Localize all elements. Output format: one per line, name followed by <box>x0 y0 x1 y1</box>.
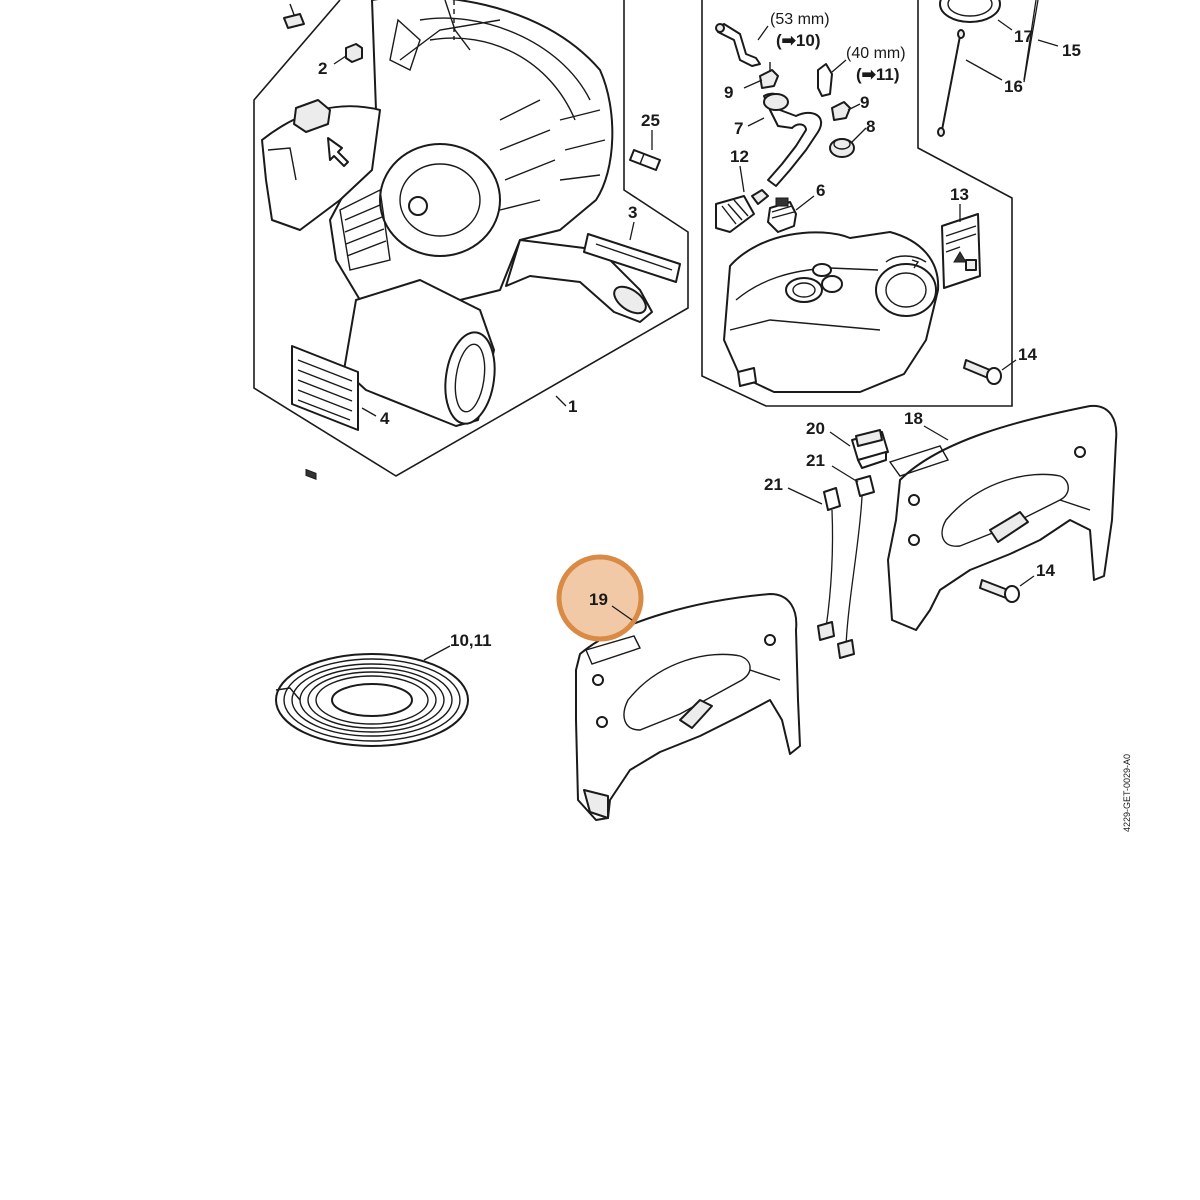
note-hose-40: (40 mm) <box>846 45 906 62</box>
label-21b: 21 <box>764 475 783 494</box>
label-12: 12 <box>730 147 749 166</box>
part-9-fitting-a <box>759 62 779 89</box>
fuel-tank <box>723 231 940 393</box>
note-hose-40-ref: (➡11) <box>856 65 900 84</box>
intake-cover <box>261 99 381 231</box>
part-8-valve <box>829 138 855 158</box>
part-6-grommet <box>767 197 797 233</box>
fuel-group-frame <box>701 0 1013 407</box>
part-16-rod <box>937 29 965 137</box>
label-17: 17 <box>1014 27 1033 46</box>
part-2-nut <box>345 43 363 63</box>
housing-arm <box>505 239 653 323</box>
label-13: 13 <box>950 185 969 204</box>
note-hose-53: (53 mm) <box>770 11 830 28</box>
part-7-fuel-line <box>763 92 823 187</box>
note-hose-53-ref: (➡10) <box>776 31 820 50</box>
part-25-pin <box>629 149 661 171</box>
label-3: 3 <box>628 203 637 222</box>
part-17-ring <box>939 0 1001 23</box>
part-21-wire-b <box>817 487 841 641</box>
label-14a: 14 <box>1018 345 1037 364</box>
label-4: 4 <box>380 409 390 428</box>
part-10-11-coiled-hose <box>275 653 469 747</box>
part-18-handle-half <box>887 404 1118 631</box>
label-8: 8 <box>866 117 875 136</box>
part-13-warning-label <box>941 213 981 289</box>
label-15: 15 <box>1062 41 1081 60</box>
housing-group-frame <box>253 0 689 477</box>
part-19-handle-half <box>575 593 801 821</box>
highlight-circle[interactable] <box>556 554 644 642</box>
part-14-screw-upper <box>963 359 1002 385</box>
fuel-hose-40 <box>817 63 833 97</box>
part-20-switch <box>851 429 889 469</box>
label-18: 18 <box>904 409 923 428</box>
label-9b: 9 <box>860 93 869 112</box>
part-12-fuel-filter <box>715 189 769 233</box>
label-21a: 21 <box>806 451 825 470</box>
fuel-hose-53 <box>715 23 761 67</box>
label-20: 20 <box>806 419 825 438</box>
part-4-label <box>291 345 359 480</box>
part-9-fitting-b <box>831 101 851 121</box>
drawing-code: 4229-GET-0029-A0 <box>1122 754 1132 832</box>
part-21-wire-a <box>837 475 875 659</box>
screw-top-left <box>283 3 305 29</box>
label-6: 6 <box>816 181 825 200</box>
label-16: 16 <box>1004 77 1023 96</box>
label-19[interactable]: 19 <box>589 590 608 609</box>
label-9a: 9 <box>724 83 733 102</box>
label-25: 25 <box>641 111 660 130</box>
label-7: 7 <box>734 119 743 138</box>
label-2: 2 <box>318 59 327 78</box>
highlight-marker-19[interactable] <box>556 554 644 642</box>
part-14-screw-lower <box>979 579 1020 603</box>
blower-outlet-tube <box>343 279 496 427</box>
label-1: 1 <box>568 397 577 416</box>
part-3-strip <box>583 233 681 283</box>
label-10-11: 10,11 <box>450 631 492 650</box>
part-1-fan-housing <box>329 0 614 321</box>
label-14b: 14 <box>1036 561 1055 580</box>
